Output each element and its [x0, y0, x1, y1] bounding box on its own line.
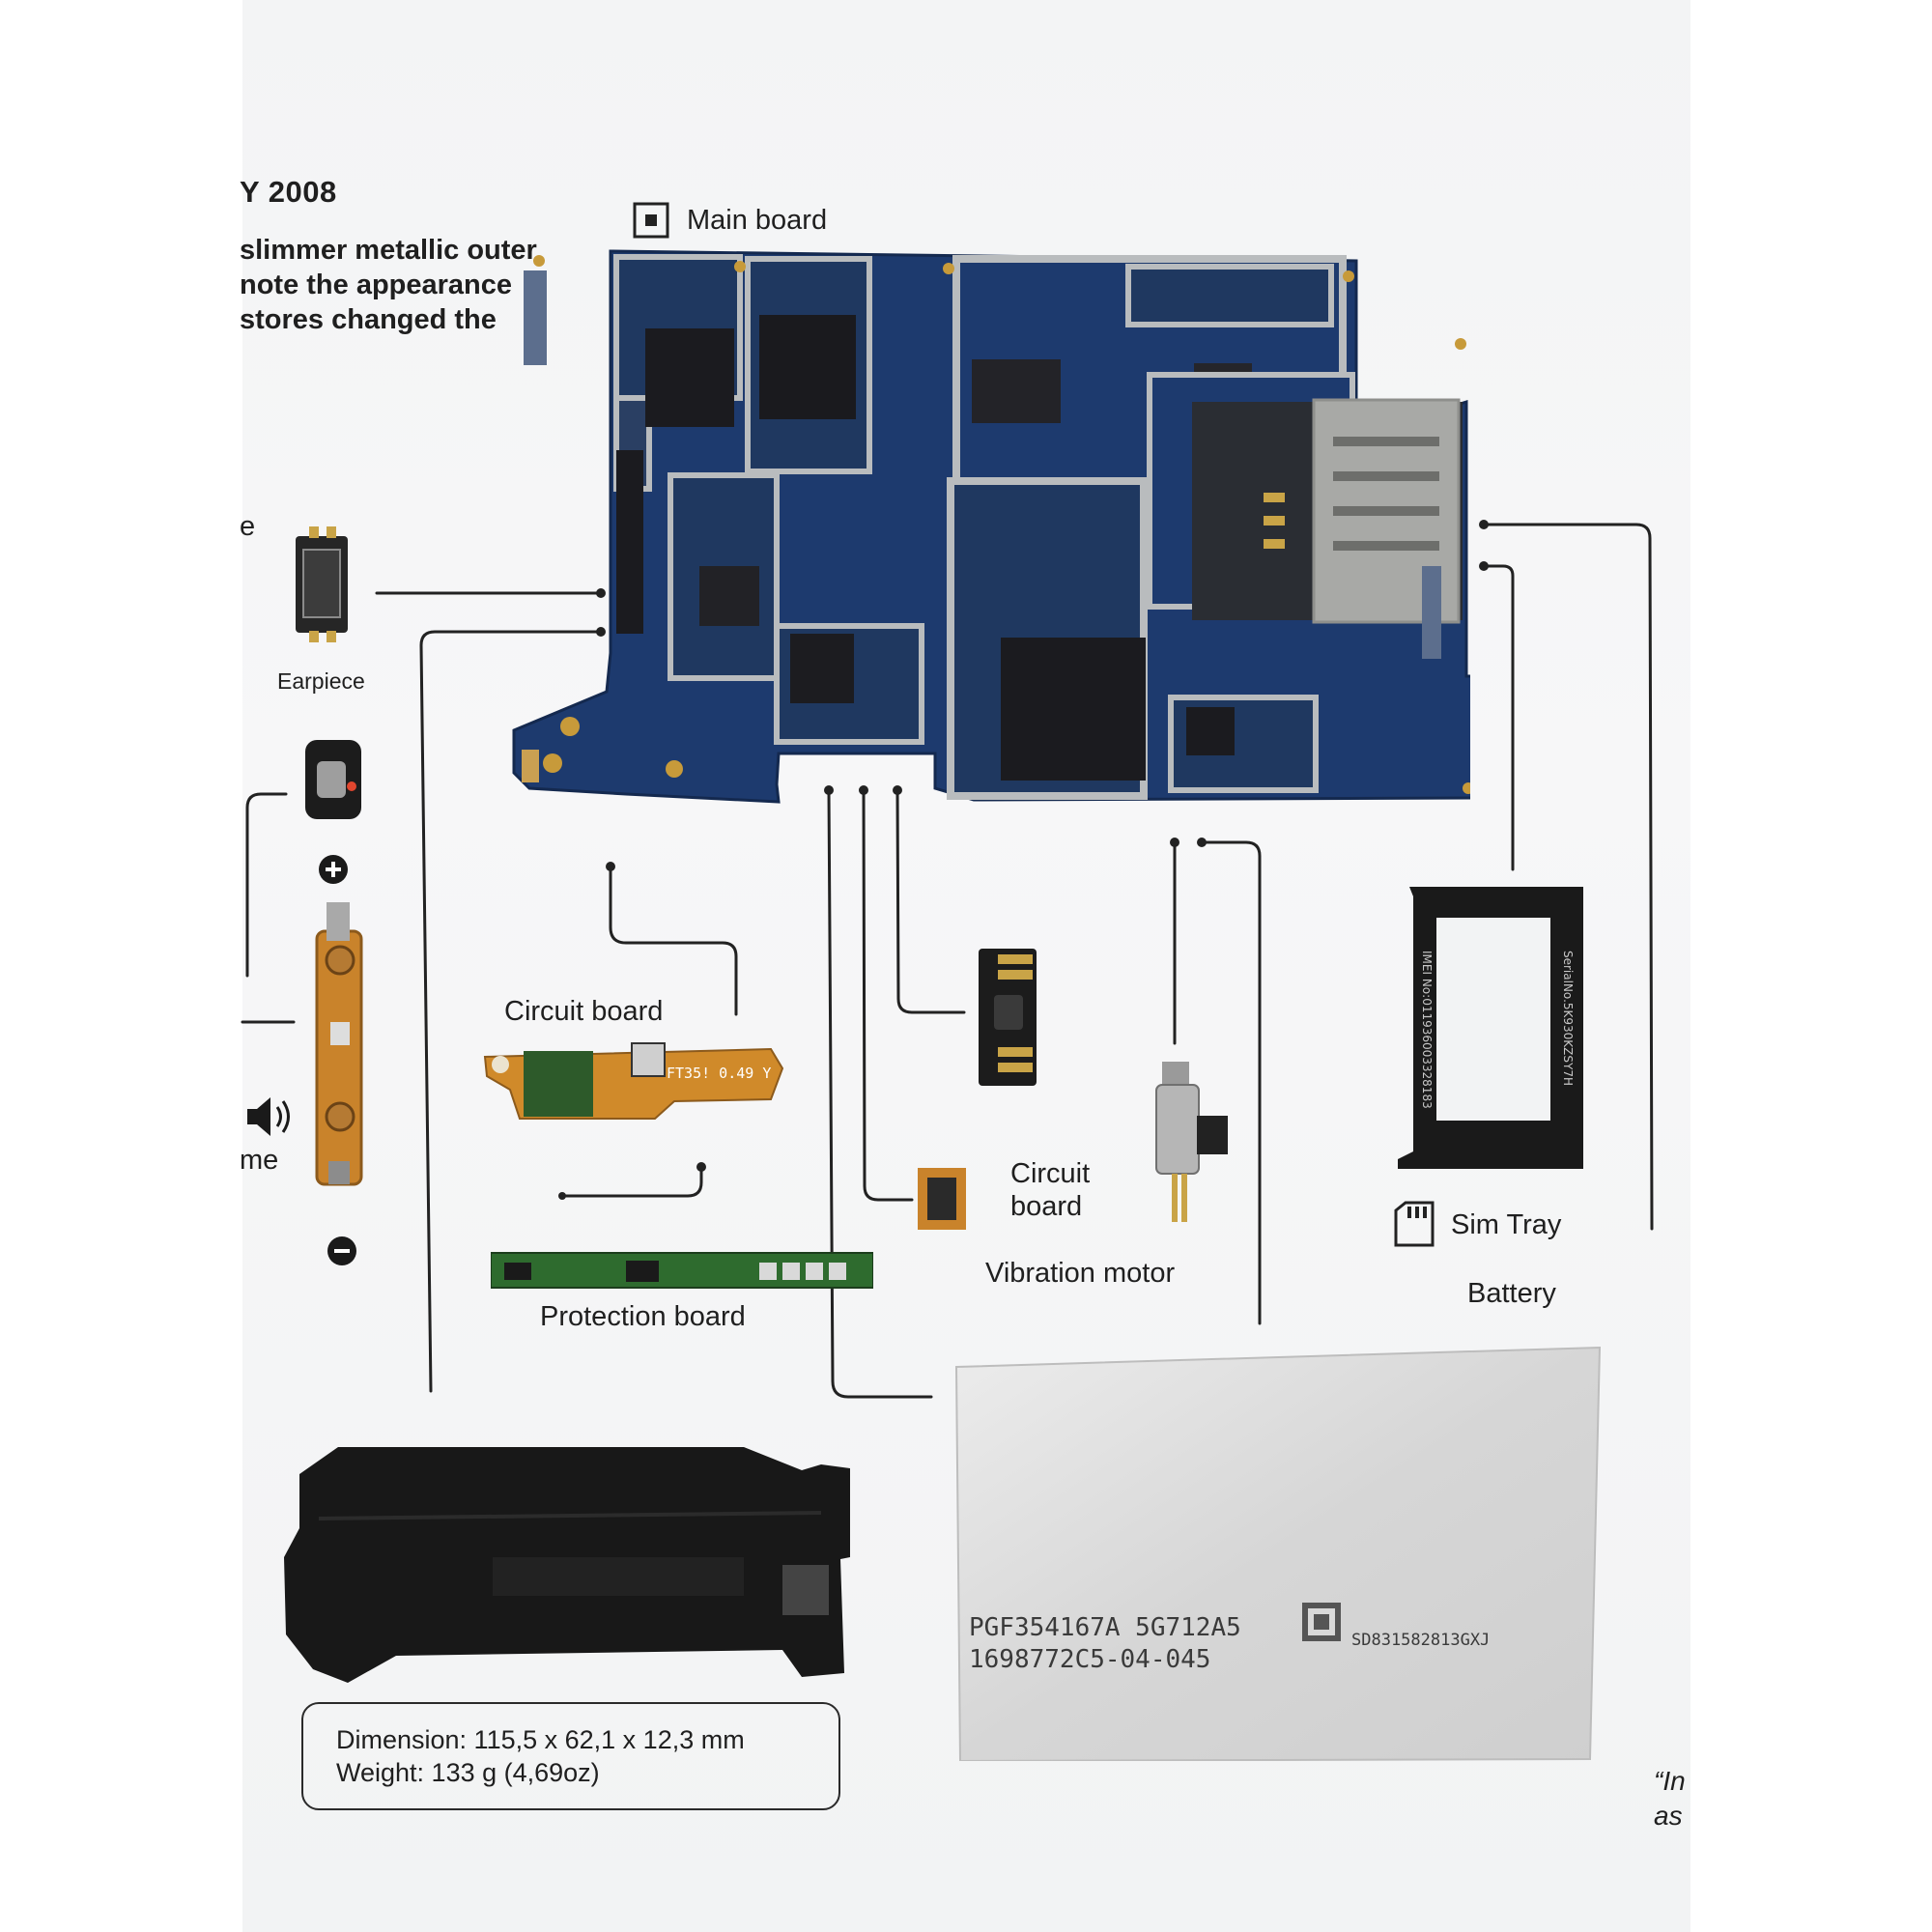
- intro-line-1: slimmer metallic outer: [240, 235, 537, 266]
- ringer-switch-part: [305, 740, 361, 819]
- vibration-motor-label: Vibration motor: [985, 1258, 1176, 1289]
- intro-line-3: stores changed the: [240, 304, 497, 335]
- earpiece-part: [296, 526, 348, 642]
- main-board-label: Main board: [687, 205, 828, 236]
- small-circuit-board-part: [918, 1168, 966, 1230]
- battery-part: [954, 1346, 1602, 1761]
- dimension-text: Dimension: 115,5 x 62,1 x 12,3 mm: [336, 1725, 745, 1754]
- sim-card-icon: [1394, 1201, 1435, 1247]
- protection-board-label: Protection board: [540, 1301, 746, 1332]
- battery-code-line1: PGF354167A 5G712A5: [969, 1613, 1241, 1642]
- sim-tray-imei: IMEI No:011936003328183: [1420, 951, 1434, 1109]
- battery-serial: SD831582813GXJ: [1351, 1631, 1491, 1650]
- volume-partial-label: me: [240, 1145, 279, 1176]
- flex-marking: FT35! 0.49 Y: [667, 1065, 771, 1082]
- sim-tray-label: Sim Tray: [1451, 1209, 1562, 1240]
- loudspeaker-housing-part: [284, 1447, 850, 1683]
- weight-text: Weight: 133 g (4,69oz): [336, 1758, 600, 1787]
- circuit-label-line2: board: [1010, 1191, 1083, 1222]
- chip-square-icon: [632, 201, 670, 240]
- circuit-board-label: Circuit board: [504, 996, 664, 1027]
- plus-circle-icon: [319, 855, 348, 884]
- volume-flex-part: [315, 902, 363, 1186]
- circuit-label-line1: Circuit: [1010, 1158, 1091, 1189]
- protection-board-part: [491, 1252, 873, 1289]
- circuit-board-flex-part: FT35! 0.49 Y: [483, 1042, 784, 1120]
- main-board: [512, 249, 1470, 804]
- speaker-icon: [247, 1097, 290, 1136]
- intro-line-2: note the appearance: [240, 270, 513, 300]
- battery-code-line2: 1698772C5-04-045: [969, 1645, 1211, 1674]
- earpiece-label: Earpiece: [277, 668, 365, 694]
- quote-line-2: as: [1654, 1801, 1683, 1831]
- spec-box: Dimension: 115,5 x 62,1 x 12,3 mm Weight…: [301, 1702, 840, 1810]
- minus-circle-icon: [327, 1236, 356, 1265]
- earpiece-partial-label: e: [240, 511, 256, 542]
- battery-label: Battery: [1467, 1278, 1556, 1309]
- sim-tray-part: IMEI No:011936003328183 SerialNo.5K930KZ…: [1398, 887, 1583, 1169]
- quote-line-1: “In: [1654, 1766, 1686, 1796]
- dock-connector-part: [979, 949, 1037, 1086]
- sim-tray-serial: SerialNo.5K930KZSY7H: [1561, 951, 1575, 1086]
- vibration-motor-part: [1155, 1062, 1228, 1222]
- poster-heading: Y 2008: [240, 175, 337, 209]
